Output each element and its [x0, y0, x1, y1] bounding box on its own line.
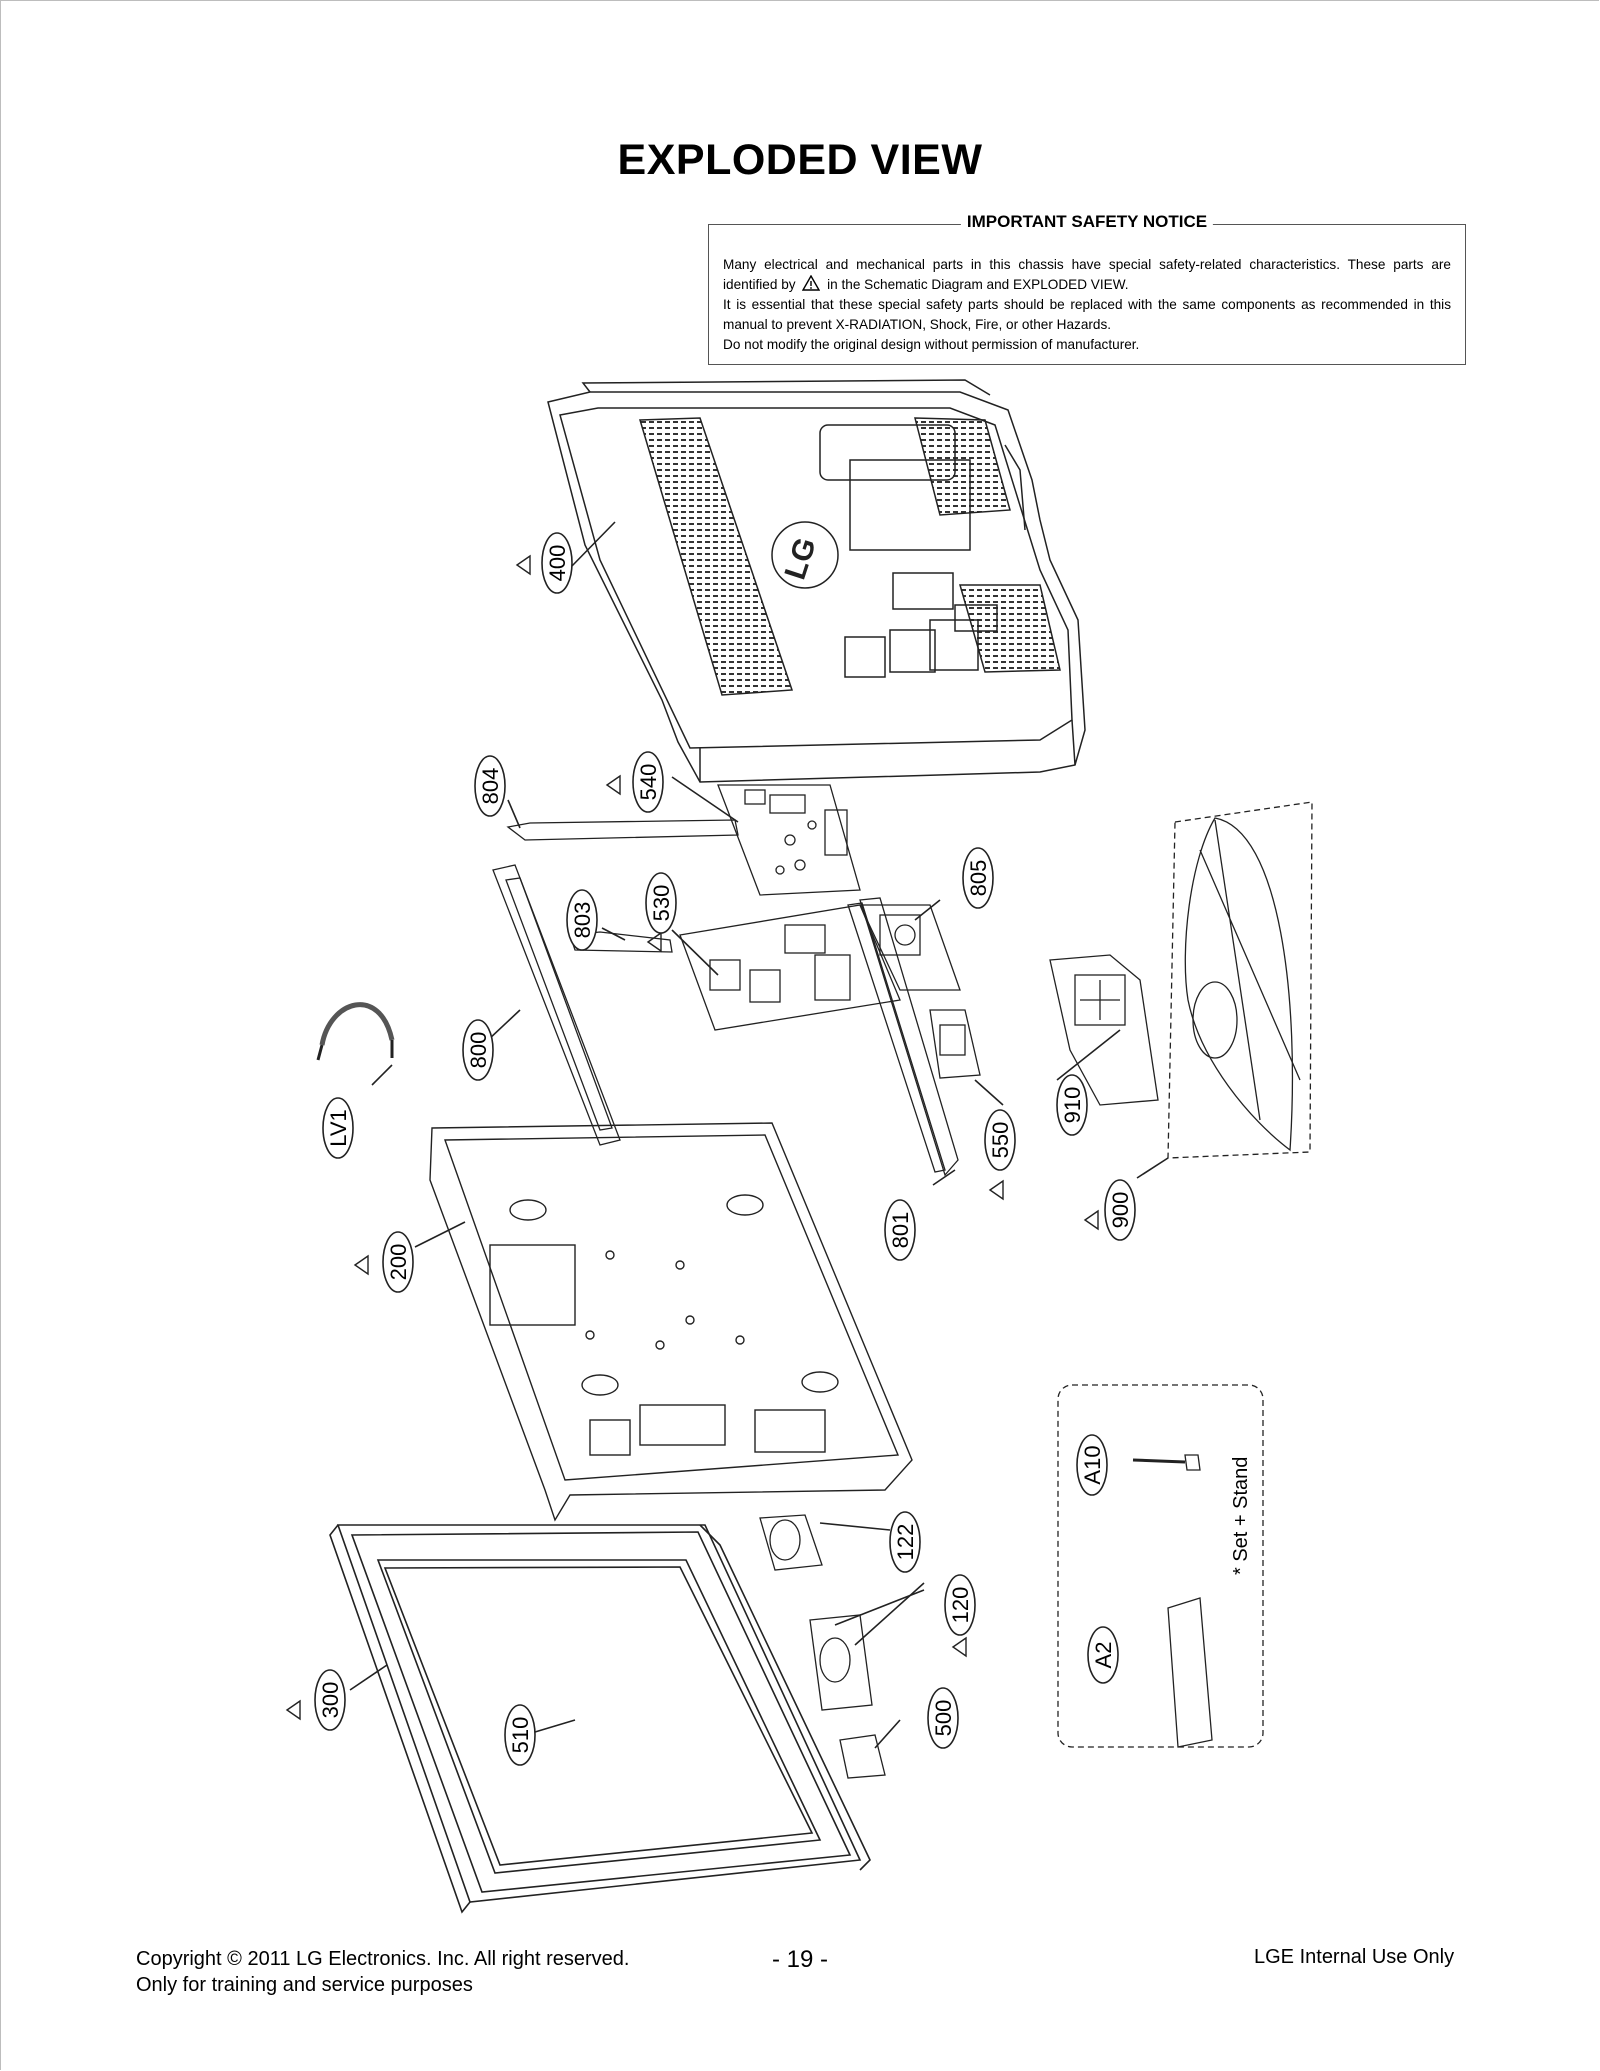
- stand-base-drawing: [1167, 801, 1313, 1159]
- safety-notice-line-1-suffix: in the Schematic Diagram and EXPLODED VI…: [827, 277, 1129, 292]
- warning-triangle-icon: [1083, 1209, 1099, 1231]
- callout-540: 540: [632, 751, 664, 813]
- svg-text:803: 803: [570, 902, 595, 939]
- page-title: EXPLODED VIEW: [617, 136, 983, 184]
- power-board-drawing: [679, 904, 901, 1031]
- bracket-rails-drawing: [492, 819, 959, 1177]
- callout-801: 801: [884, 1199, 916, 1261]
- part-550-drawing: [929, 1009, 981, 1079]
- svg-text:530: 530: [649, 885, 674, 922]
- leader-lines: [349, 521, 1169, 1749]
- svg-text:801: 801: [888, 1212, 913, 1249]
- svg-text:122: 122: [893, 1524, 918, 1561]
- callout-910: 910: [1056, 1074, 1088, 1136]
- back-cover-drawing: LG: [547, 379, 1086, 783]
- safety-notice-line-2: It is essential that these special safet…: [723, 297, 1451, 332]
- svg-text:900: 900: [1108, 1192, 1133, 1229]
- svg-text:200: 200: [386, 1244, 411, 1281]
- callout-805: 805: [962, 847, 994, 909]
- warning-triangle-icon: [605, 774, 621, 796]
- footer-page-number: - 19 -: [771, 1946, 828, 1973]
- svg-text:804: 804: [478, 768, 503, 805]
- chassis-frame-drawing: [429, 1122, 913, 1522]
- svg-text:550: 550: [988, 1122, 1013, 1159]
- svg-text:800: 800: [466, 1032, 491, 1069]
- callout-a2: A2: [1087, 1626, 1119, 1684]
- warning-triangle-icon: [515, 554, 531, 576]
- svg-text:A10: A10: [1080, 1445, 1105, 1484]
- svg-text:510: 510: [508, 1717, 533, 1754]
- safety-notice-title: IMPORTANT SAFETY NOTICE: [960, 212, 1214, 232]
- svg-text:540: 540: [636, 764, 661, 801]
- safety-notice-line-3: Do not modify the original design withou…: [723, 337, 1140, 352]
- main-board-drawing: [717, 784, 861, 896]
- warning-triangle-icon: [802, 275, 821, 291]
- svg-text:805: 805: [966, 860, 991, 897]
- bracket-805-drawing: [858, 904, 961, 991]
- svg-text:400: 400: [545, 545, 570, 582]
- svg-text:300: 300: [318, 1682, 343, 1719]
- footer-copyright-block: Copyright © 2011 LG Electronics. Inc. Al…: [136, 1946, 629, 1998]
- warning-triangle-icon: [285, 1699, 301, 1721]
- warning-triangle-icon: [646, 931, 662, 953]
- svg-text:A2: A2: [1091, 1642, 1116, 1669]
- callout-804: 804: [474, 755, 506, 817]
- callout-120: 120: [944, 1574, 976, 1636]
- safety-notice-line-1: Many electrical and mechanical parts in …: [723, 257, 1451, 292]
- callout-800: 800: [462, 1019, 494, 1081]
- callout-900: 900: [1104, 1179, 1136, 1241]
- warning-triangle-icon: [951, 1636, 967, 1658]
- callout-803: 803: [566, 889, 598, 951]
- svg-text:* Set + Stand: * Set + Stand: [1230, 1457, 1252, 1575]
- safety-markers: [285, 554, 1099, 1721]
- svg-text:LG: LG: [779, 534, 823, 584]
- front-bezel-drawing: [329, 1524, 871, 1914]
- callout-lv1: LV1: [322, 1097, 354, 1159]
- footer-copyright: Copyright © 2011 LG Electronics. Inc. Al…: [136, 1948, 630, 1970]
- svg-text:LV1: LV1: [326, 1109, 351, 1147]
- safety-notice-paragraph-1: Many electrical and mechanical parts in …: [723, 255, 1451, 295]
- safety-notice-box: IMPORTANT SAFETY NOTICE Many electrical …: [708, 212, 1466, 365]
- footer-purpose: Only for training and service purposes: [136, 1974, 473, 1996]
- callout-530: 530: [645, 872, 677, 934]
- accessory-note: * Set + Stand: [1230, 1457, 1252, 1575]
- cable-lv1-drawing: [316, 1002, 395, 1061]
- warning-triangle-icon: [353, 1254, 369, 1276]
- svg-text:500: 500: [931, 1700, 956, 1737]
- svg-text:120: 120: [948, 1587, 973, 1624]
- callout-300: 300: [314, 1669, 346, 1731]
- speaker-parts-drawing: [759, 1514, 886, 1779]
- callout-400: 400: [541, 532, 573, 594]
- warning-triangle-icon: [988, 1179, 1004, 1201]
- callout-500: 500: [927, 1687, 959, 1749]
- callout-550: 550: [984, 1109, 1016, 1171]
- stand-body-drawing: [1049, 954, 1159, 1106]
- callout-510: 510: [504, 1704, 536, 1766]
- footer-internal-use: LGE Internal Use Only: [1254, 1946, 1455, 1968]
- accessory-box-drawing: [1057, 1384, 1264, 1748]
- svg-text:910: 910: [1060, 1087, 1085, 1124]
- callout-200: 200: [382, 1231, 414, 1293]
- callout-a10: A10: [1076, 1434, 1108, 1496]
- safety-notice-body: Many electrical and mechanical parts in …: [723, 255, 1451, 355]
- callout-122: 122: [889, 1511, 921, 1573]
